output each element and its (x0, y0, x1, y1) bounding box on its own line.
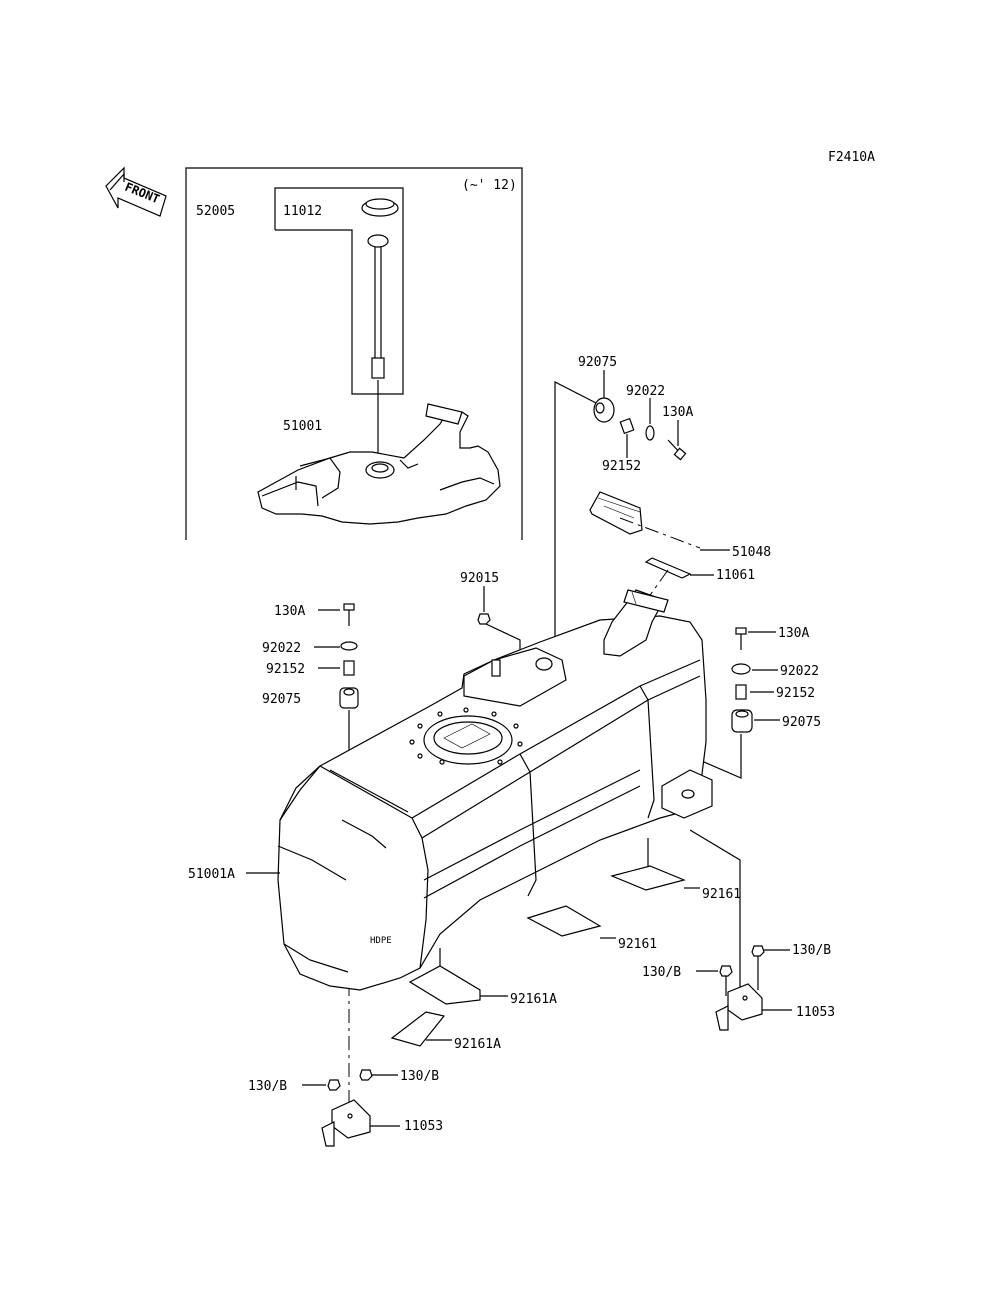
part-51001A: 51001A (188, 867, 235, 882)
collar-left-part (343, 660, 355, 676)
part-130B-r1: 130/B (792, 943, 831, 958)
collar-top-part (619, 417, 635, 435)
part-92152-left: 92152 (266, 662, 305, 677)
bolt-top-part (667, 439, 687, 461)
inset-panel: (~' 12) 52005 11012 51001 (185, 167, 523, 540)
collar-right-part (735, 684, 747, 700)
inset-tank-part (257, 403, 501, 525)
part-92161A-a: 92161A (510, 992, 557, 1007)
part-92075-top: 92075 (578, 355, 617, 370)
part-92022-top: 92022 (626, 384, 665, 399)
part-130B-l2: 130/B (400, 1069, 439, 1084)
part-92161-b: 92161 (618, 937, 657, 952)
bolt-right-part (735, 627, 747, 650)
bolt-left-part (343, 603, 355, 626)
part-92015: 92015 (460, 571, 499, 586)
bolt-130B-l2-part (359, 1069, 373, 1081)
gasket-11061-part (644, 557, 692, 579)
part-130A-left: 130A (274, 604, 305, 619)
bolt-130B-r2-part (719, 965, 733, 996)
pad-92161A-a-part (408, 965, 481, 1005)
part-92022-left: 92022 (262, 641, 301, 656)
bolt-130B-l1-part (327, 1079, 341, 1091)
fuel-gauge-part (367, 234, 389, 379)
bracket-11053-right-part (715, 983, 763, 1031)
figure-code: F2410A (828, 150, 875, 165)
bracket-11053-left-part (321, 1099, 371, 1147)
washer-top-part (645, 425, 655, 441)
pad-92161-b-part (526, 905, 602, 937)
washer-right-part (731, 663, 751, 675)
part-52005: 52005 (196, 204, 235, 219)
part-92161A-b: 92161A (454, 1037, 501, 1052)
inset-range-label: (~' 12) (462, 178, 517, 193)
part-130A-top: 130A (662, 405, 693, 420)
part-11053-left: 11053 (404, 1119, 443, 1134)
part-130A-right: 130A (778, 626, 809, 641)
part-92161-a: 92161 (702, 887, 741, 902)
fuel-cap-part (361, 198, 399, 217)
part-92152-top: 92152 (602, 459, 641, 474)
part-51001: 51001 (283, 419, 322, 434)
front-arrow-icon: FRONT (105, 166, 167, 217)
part-130B-r2: 130/B (642, 965, 681, 980)
part-51048: 51048 (732, 545, 771, 560)
part-92075-left: 92075 (262, 692, 301, 707)
part-130B-l1: 130/B (248, 1079, 287, 1094)
washer-left-part (340, 641, 358, 651)
part-92022-right: 92022 (780, 664, 819, 679)
part-11053-right: 11053 (796, 1005, 835, 1020)
part-11061: 11061 (716, 568, 755, 583)
nut-92015-part (477, 613, 491, 625)
part-92152-right: 92152 (776, 686, 815, 701)
rubber-damper-right-part (731, 709, 753, 733)
part-92075-right: 92075 (782, 715, 821, 730)
rubber-damper-top-part (593, 397, 615, 423)
pad-51048-part (589, 491, 701, 549)
main-fuel-tank-part: HDPE (277, 589, 713, 991)
rubber-damper-left-part (339, 687, 359, 709)
pad-92161-a-part (610, 865, 686, 891)
bolt-130B-r1-part (751, 945, 765, 990)
tank-material-mark: HDPE (370, 936, 392, 946)
pad-92161A-b-part (390, 1011, 446, 1047)
part-11012: 11012 (283, 204, 322, 219)
